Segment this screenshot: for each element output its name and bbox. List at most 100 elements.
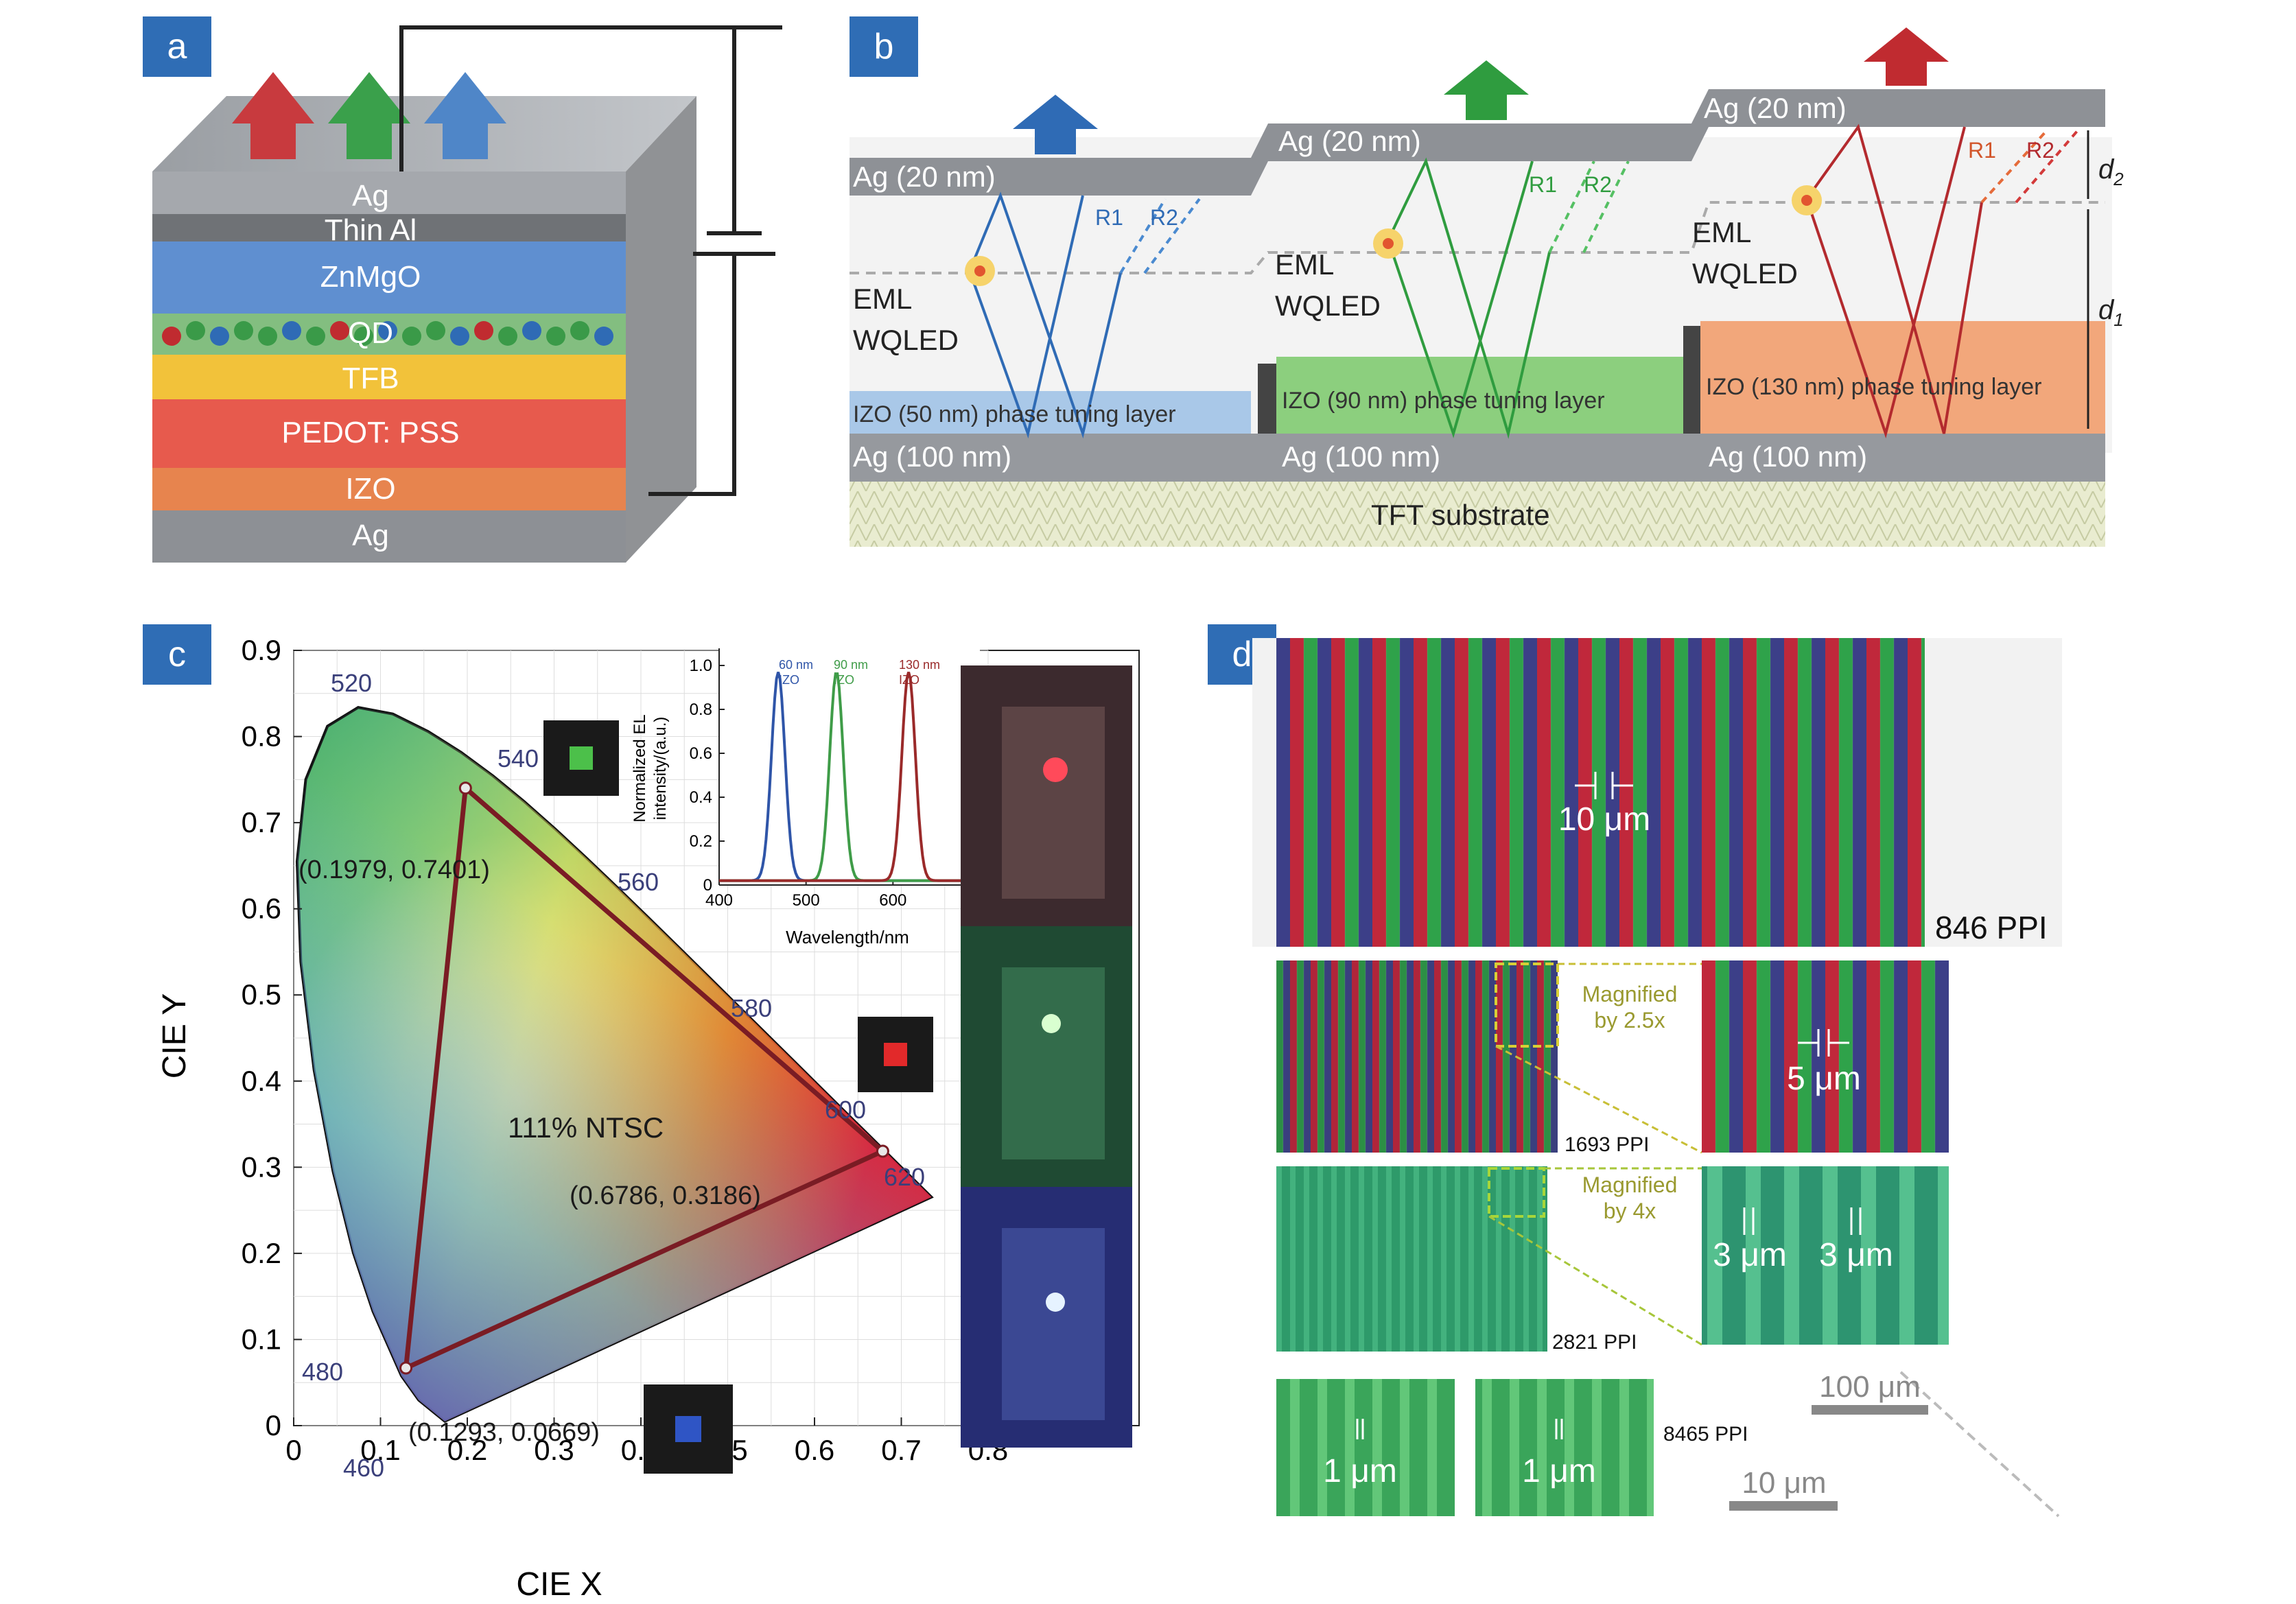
red-ray-paths [1805,123,2079,439]
layer-thin-al [152,214,626,241]
panel-d: d [1208,617,2168,1530]
panel-b-tag: b [850,16,918,77]
magnified-label-1: Magnified [1582,982,1678,1006]
eml-label-2: EML [1275,248,1334,281]
ppi-label-8465: 8465 PPI [1663,1423,1748,1446]
gamut-triangle [403,783,887,1372]
layer-izo [152,468,626,510]
magnify-line-2 [1488,1215,1702,1346]
gamut-vertex [399,1361,413,1375]
circuit-wire-top [399,25,782,172]
green-device-light [1042,1014,1061,1033]
x-tick-label: 0.1 [360,1434,400,1466]
layer-ag-bottom [152,510,626,563]
r1-label-blue: R1 [1095,205,1123,230]
micrograph-1693ppi-magnified [1702,960,1949,1153]
r1-label-red: R1 [1968,138,1996,163]
top-ag-label-1: Ag (20 nm) [853,161,996,193]
layer-label-znmgo: ZnMgO [320,260,421,294]
y-tick-label: 0 [266,1409,281,1441]
gamut-vertex [458,781,472,795]
x-tick-label: 0 [285,1434,301,1466]
magnify-box-2 [1488,1167,1545,1218]
r1-label-green: R1 [1529,172,1557,197]
wavelength-520: 520 [331,669,372,697]
peak-label-60nm: 60 nm [779,658,813,672]
wavelength-540: 540 [497,744,539,772]
layer-label-pedot: PEDOT: PSS [281,416,459,449]
magnify-box-1 [1495,963,1559,1048]
magnified-factor-1: by 2.5x [1594,1008,1665,1033]
green-device-body [1002,967,1105,1159]
layer-tfb [152,355,626,399]
wavelength-600: 600 [825,1096,866,1124]
green-ray-paths [1387,157,1630,439]
phase-layer-label-1: IZO (50 nm) phase tuning layer [853,401,1176,427]
layer-pedot [152,399,626,468]
layer-label-ag: Ag [352,179,389,213]
panel-a: a [137,14,796,590]
wqled-label-3: WQLED [1692,257,1798,290]
pitch-label-1um-b: 1 μm [1522,1453,1596,1489]
panel-a-tag: a [143,16,211,77]
bottom-ag-label-3: Ag (100 nm) [1709,440,1867,473]
y-tick-label: 0.8 [242,720,281,753]
x-axis-label: CIE X [516,1566,602,1599]
quantum-dot-spheres [162,321,613,346]
emitter-core-1 [974,266,985,276]
phase-layer-label-3: IZO (130 nm) phase tuning layer [1706,374,2041,400]
micrograph-panel: 10 μm 5 μm 3 μm 3 μm 1 μm 1 μm Magnified… [1252,638,2062,1518]
emitter-core-2 [1383,238,1394,249]
green-coordinate-label: (0.1979, 0.7401) [298,856,490,884]
pitch-label-3um-a: 3 μm [1713,1237,1787,1273]
magnify-line-1 [1495,1045,1702,1154]
blue-device-body [1002,1228,1105,1420]
x-tick-label: 0.2 [447,1434,487,1466]
top-ag-label-2: Ag (20 nm) [1278,125,1421,157]
gamut-vertex-markers [399,781,889,1375]
d1-label: d1 [2098,295,2124,330]
pitch-markers [1356,772,1862,1439]
wavelength-580: 580 [731,994,772,1022]
green-swatch [570,746,593,770]
y-tick-label: 0.4 [242,1065,281,1097]
magnified-factor-2: by 4x [1604,1199,1656,1223]
y-axis-ticks: 00.10.20.30.40.50.60.70.80.9 [242,634,302,1441]
inset-x-tick-label: 600 [879,891,906,910]
phase-layer-red [1700,321,2105,434]
blue-swatch [675,1416,701,1442]
magnified-label-2: Magnified [1582,1172,1678,1197]
eml-label-3: EML [1692,216,1751,248]
scale-label-100um: 100 μm [1819,1370,1921,1404]
r2-label-blue: R2 [1150,205,1178,230]
green-emission-arrow [328,72,410,159]
wavelength-560: 560 [618,868,659,896]
layer-label-ag-bottom: Ag [352,519,389,552]
inset-spectra [719,672,980,882]
scale-label-10um: 10 μm [1742,1466,1826,1500]
wavelength-620: 620 [884,1163,925,1191]
wavelength-480: 480 [302,1358,343,1386]
micrograph-846ppi [1276,638,1925,947]
pitch-label-1um-a: 1 μm [1323,1453,1397,1489]
layer-label-izo: IZO [345,472,395,506]
bottom-ag-label-1: Ag (100 nm) [853,440,1011,473]
top-ag-layer [850,89,2105,196]
inset-y-tick-label: 0 [703,876,712,895]
inset-x-tick-label: 500 [793,891,820,910]
y-axis-label: CIE Y [156,993,193,1079]
inset-y-tick-label: 0.4 [690,788,712,807]
layer-stack-diagram: Ag Thin Al ZnMgO QD TFB PEDOT: PSS IZO A… [152,25,782,563]
peak-label-130nm: 130 nm [899,658,940,672]
green-output-arrow [1444,60,1529,120]
eml-label-1: EML [853,283,912,315]
micrograph-1693ppi [1276,960,1558,1153]
red-device-body [1002,707,1105,899]
y-tick-label: 0.5 [242,978,281,1011]
panel-b: b [850,14,2126,556]
peak-izo-90nm: IZO [834,673,854,687]
r2-label-green: R2 [1584,172,1612,197]
x-tick-label: 0.3 [534,1434,574,1466]
y-tick-label: 0.3 [242,1151,281,1183]
